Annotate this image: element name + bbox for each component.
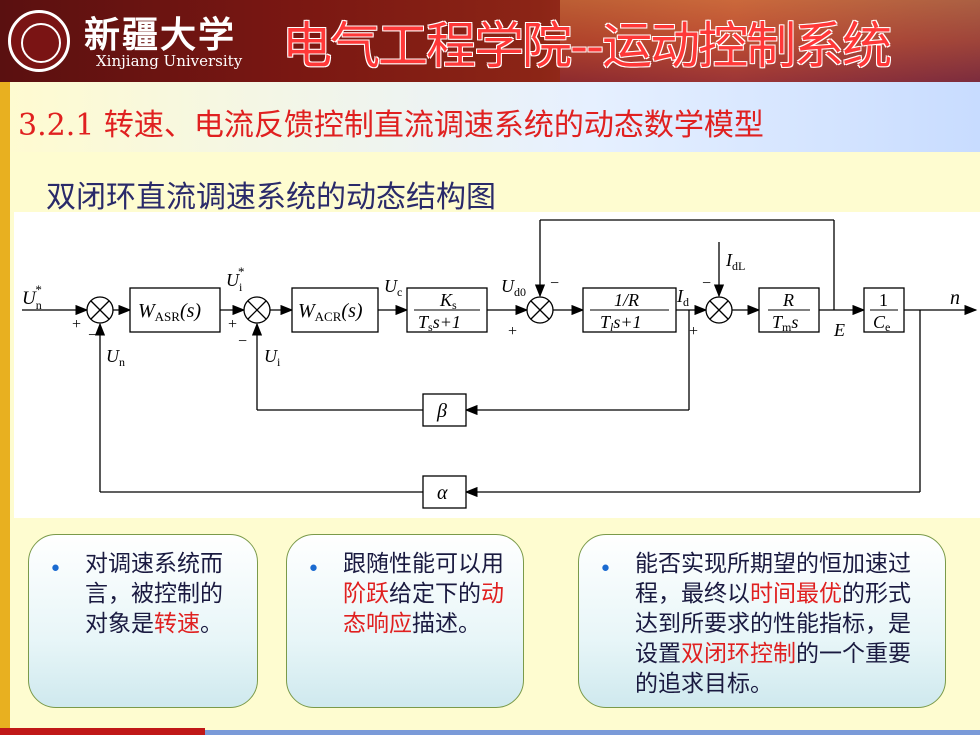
asr-block bbox=[129, 287, 221, 333]
university-name-en: Xinjiang University bbox=[96, 52, 243, 70]
signal-ud0: Ud0 bbox=[501, 276, 526, 299]
slide-subtitle: 双闭环直流调速系统的动态结构图 bbox=[46, 180, 496, 215]
ce-numerator: 1 bbox=[879, 290, 888, 310]
alpha-label: α bbox=[437, 482, 448, 504]
signal-un: Un bbox=[106, 346, 125, 369]
info-card-1: • 对调速系统而言，被控制的对象是转速。 bbox=[28, 534, 258, 708]
bullet-icon: • bbox=[599, 557, 612, 582]
pwm-denominator: Tss+1 bbox=[418, 312, 461, 334]
beta-block bbox=[422, 393, 467, 427]
section-title-bar bbox=[0, 82, 980, 152]
acr-label: WACR(s) bbox=[298, 300, 363, 324]
signal-ui: Ui bbox=[264, 346, 281, 369]
header-banner: 新疆大学 Xinjiang University 电气工程学院--运动控制系统 bbox=[0, 0, 980, 82]
block-diagram: WASR(s) WACR(s) Ks Tss+1 1/R Tls+1 R Tms… bbox=[14, 212, 980, 518]
left-accent-strip bbox=[0, 82, 10, 735]
summing-junction-load bbox=[705, 296, 733, 324]
plus-sign-1: + bbox=[72, 316, 81, 333]
signal-n: n bbox=[950, 287, 960, 309]
university-seal-logo bbox=[8, 10, 70, 72]
course-title: 电气工程学院--运动控制系统 bbox=[282, 17, 892, 75]
plus-sign-4: + bbox=[689, 323, 698, 340]
minus-sign-4: − bbox=[702, 275, 711, 292]
ce-denominator: Ce bbox=[873, 312, 890, 334]
footer-bar-right bbox=[205, 730, 980, 735]
summing-junction-voltage bbox=[526, 296, 554, 324]
signal-ui-star: Ui* bbox=[226, 264, 244, 294]
asr-label: WASR(s) bbox=[138, 300, 201, 324]
armature-numerator: 1/R bbox=[614, 290, 639, 310]
card-2-text: 跟随性能可以用阶跃给定下的动态响应描述。 bbox=[343, 551, 504, 637]
signal-idl: IdL bbox=[725, 250, 745, 273]
mechanical-numerator: R bbox=[782, 290, 794, 310]
armature-denominator: Tls+1 bbox=[600, 312, 642, 334]
university-name-cn: 新疆大学 bbox=[84, 14, 237, 56]
alpha-block bbox=[422, 475, 467, 509]
signal-uc: Uc bbox=[384, 276, 402, 299]
footer-bar-left bbox=[0, 728, 205, 735]
minus-sign-2: − bbox=[238, 333, 247, 350]
card-1-text: 对调速系统而言，被控制的对象是转速。 bbox=[85, 551, 223, 637]
plus-sign-2: + bbox=[228, 316, 237, 333]
header-background-image bbox=[560, 0, 980, 82]
minus-sign-1: − bbox=[88, 327, 97, 344]
beta-label: β bbox=[436, 400, 447, 422]
info-card-2: • 跟随性能可以用阶跃给定下的动态响应描述。 bbox=[286, 534, 524, 708]
plus-sign-3: + bbox=[508, 323, 517, 340]
bullet-icon: • bbox=[307, 557, 320, 582]
info-card-3: • 能否实现所期望的恒加速过程，最终以时间最优的形式达到所要求的性能指标，是设置… bbox=[578, 534, 946, 708]
mechanical-denominator: Tms bbox=[772, 312, 798, 334]
card-3-text: 能否实现所期望的恒加速过程，最终以时间最优的形式达到所要求的性能指标，是设置双闭… bbox=[635, 551, 911, 697]
minus-sign-3: − bbox=[550, 275, 559, 292]
section-title: 3.2.1 转速、电流反馈控制直流调速系统的动态数学模型 bbox=[18, 108, 764, 143]
signal-id: Id bbox=[676, 286, 689, 309]
summing-junction-current bbox=[243, 296, 271, 324]
signal-un-star: Un* bbox=[22, 282, 42, 312]
block-diagram-svg: WASR(s) WACR(s) Ks Tss+1 1/R Tls+1 R Tms… bbox=[22, 219, 978, 509]
bullet-icon: • bbox=[49, 557, 62, 582]
acr-block bbox=[291, 287, 379, 333]
signal-e: E bbox=[833, 320, 845, 340]
summing-junction-speed bbox=[86, 296, 114, 324]
pwm-numerator: Ks bbox=[439, 290, 457, 312]
